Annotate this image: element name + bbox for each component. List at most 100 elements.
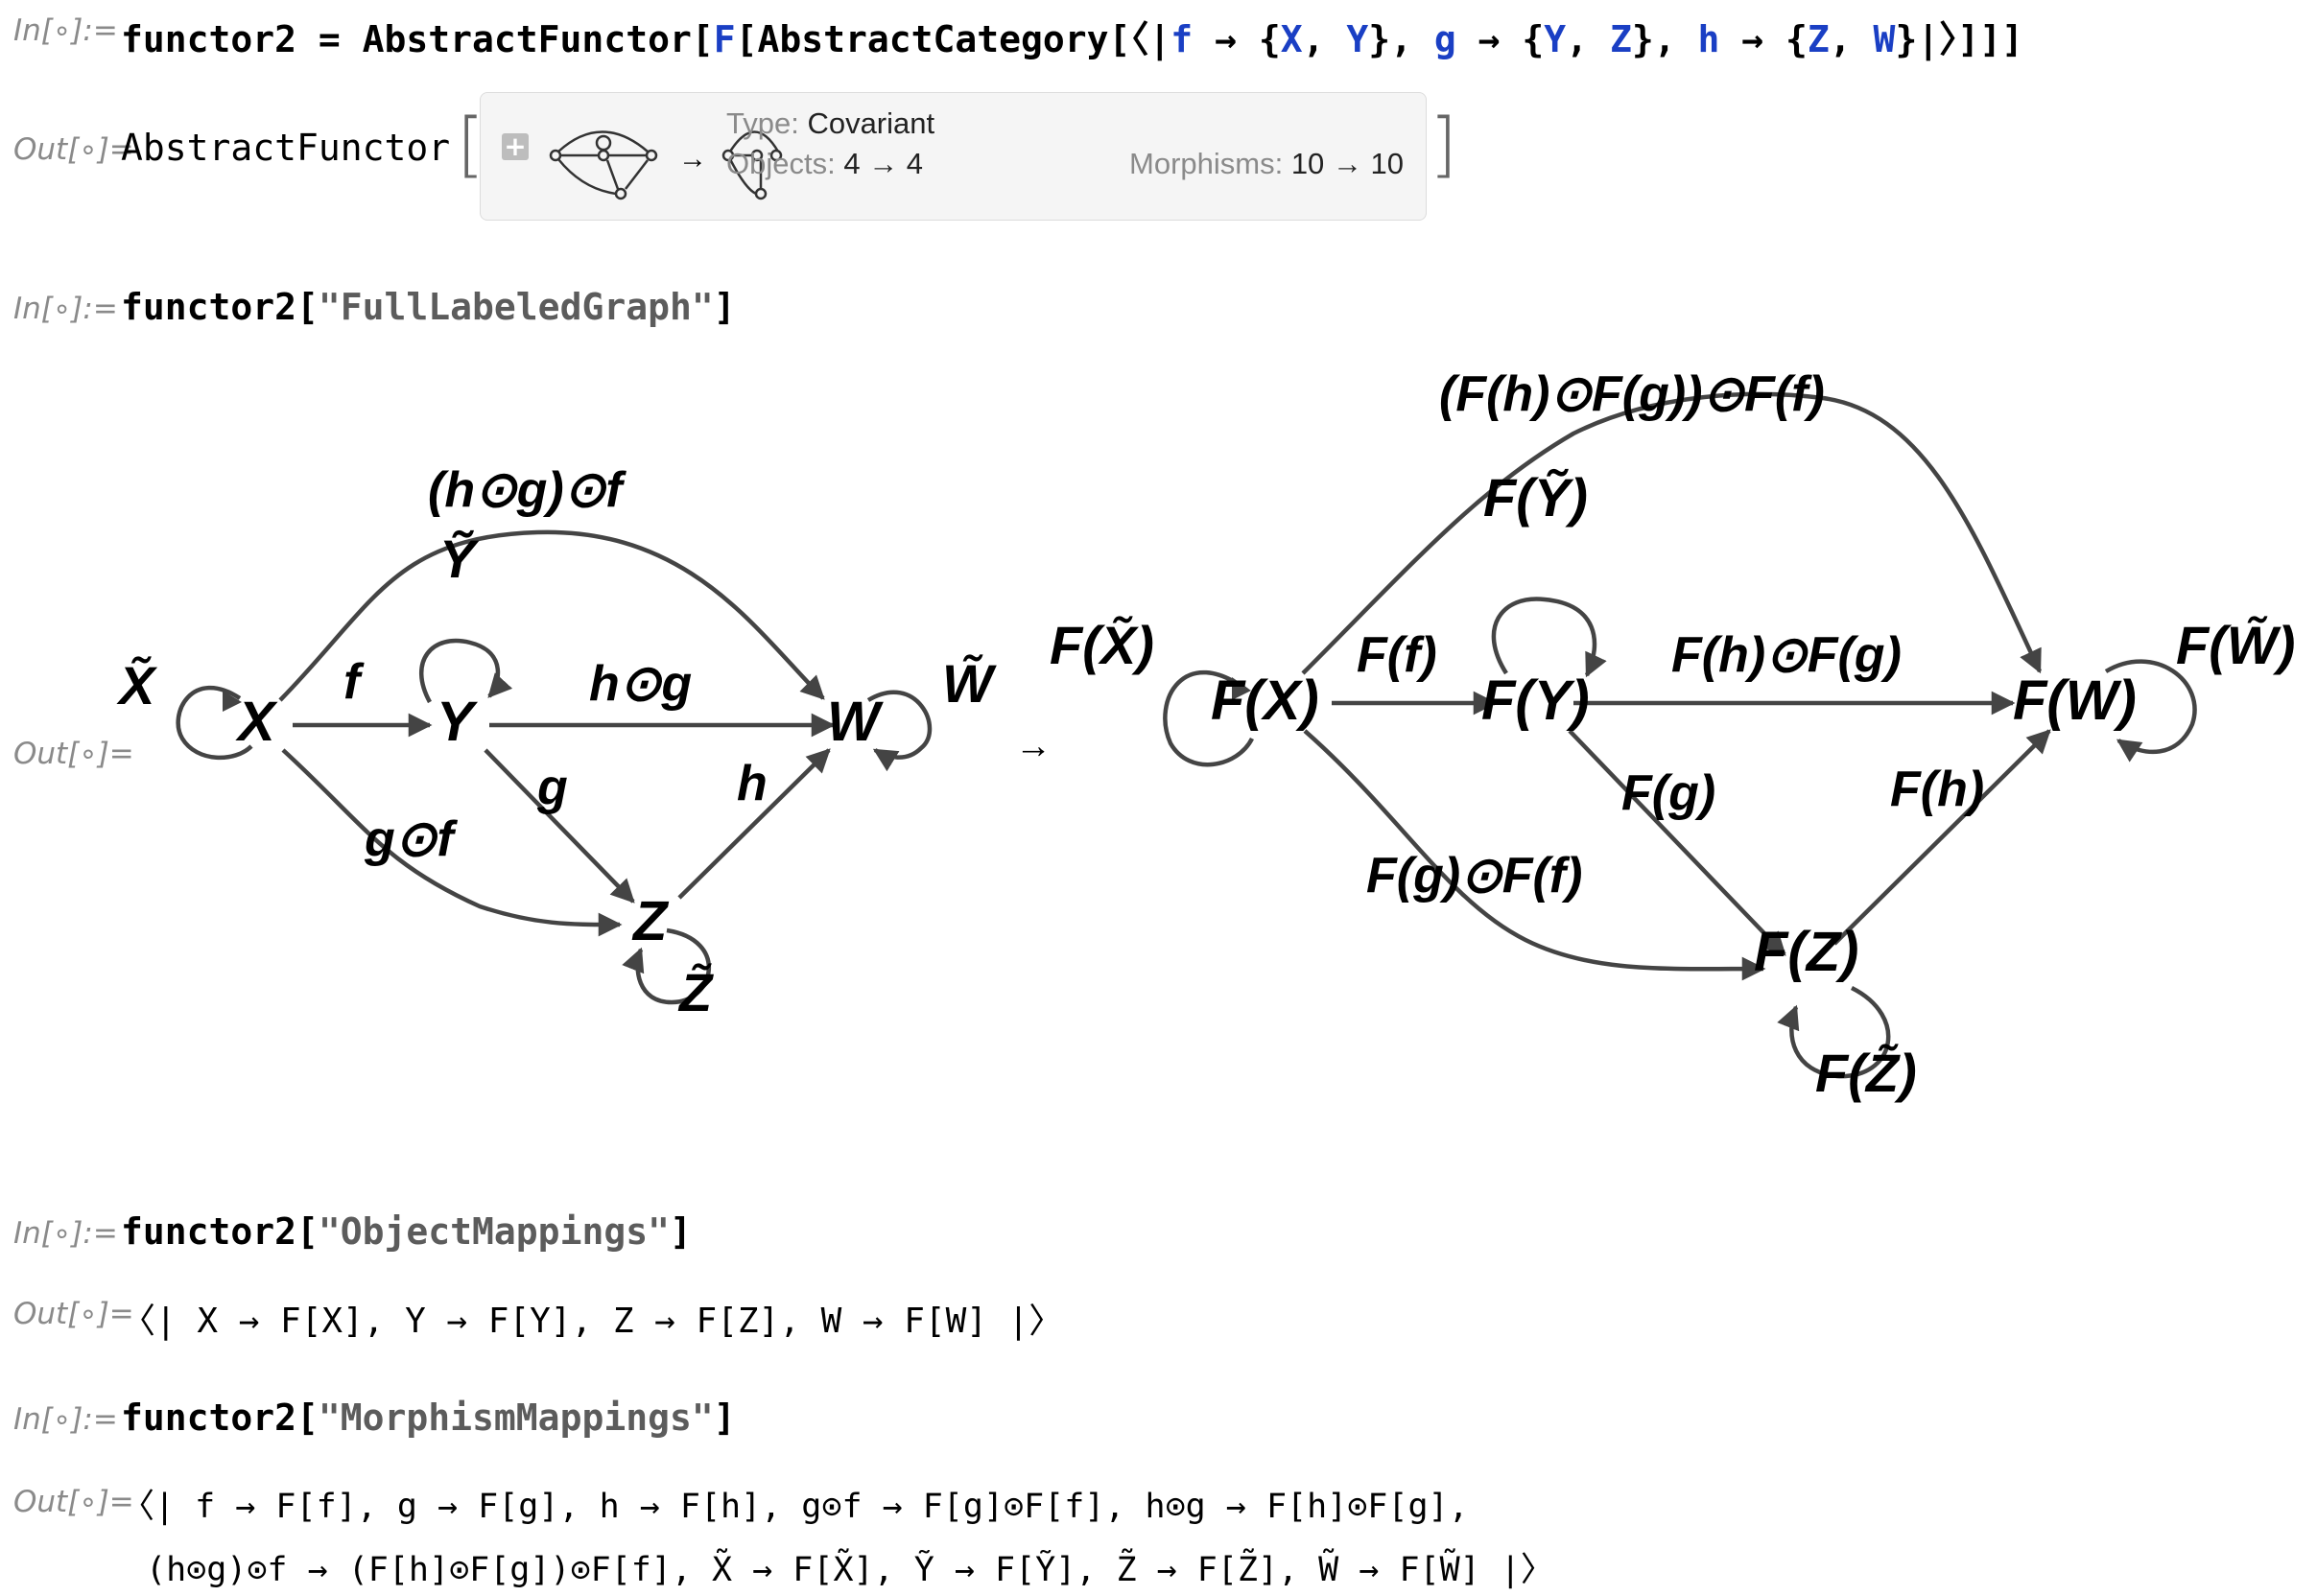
- left-node-y: Y: [437, 691, 479, 753]
- code-symbol-Z: Z: [1609, 18, 1632, 60]
- right-label-FgFf: F(g)⊙F(f): [1366, 848, 1582, 904]
- code-part: functor2 = AbstractFunctor[: [121, 18, 714, 60]
- right-node-y: F(Y): [1481, 669, 1590, 732]
- code-string: "ObjectMappings": [318, 1210, 670, 1253]
- code-part: → {: [1193, 18, 1281, 60]
- right-loop-w: F(W̃): [2176, 615, 2295, 675]
- loop-FY: [1491, 597, 1607, 678]
- edge-hgf: [278, 529, 825, 702]
- in-label: In[∘]:=: [13, 13, 118, 48]
- edge-FgFf: [1303, 729, 1766, 981]
- summary-box[interactable]: + → Type: Covariant Objects: 4 → 4 Morph…: [480, 92, 1427, 221]
- code-symbol-Y: Y: [1346, 18, 1369, 60]
- object-mappings-output: 〈| X → F[X], Y → F[Y], Z → F[Z], W → F[W…: [121, 1302, 1064, 1341]
- loop-y: [418, 638, 513, 704]
- code-symbol-W: W: [1873, 18, 1896, 60]
- left-label-gf: g⊙f: [364, 811, 458, 867]
- left-loop-x: X̃: [116, 655, 158, 716]
- edge-h: [677, 748, 831, 900]
- in-label: In[∘]:=: [13, 292, 118, 326]
- edge-gf: [281, 748, 623, 937]
- code-part: [AbstractCategory[〈|: [735, 18, 1171, 60]
- left-node-z: Z: [631, 890, 670, 952]
- edge-g: [484, 748, 635, 904]
- code-symbol-Y: Y: [1544, 18, 1567, 60]
- summary-arrow: →: [678, 143, 707, 175]
- code-part: ]: [713, 286, 736, 328]
- out-label: Out[∘]=: [13, 132, 134, 167]
- loop-z: [622, 927, 711, 1005]
- code-part: functor2[: [121, 1396, 319, 1439]
- loop-x: [176, 685, 253, 760]
- input-code-functor-definition[interactable]: functor2 = AbstractFunctor[F[AbstractCat…: [121, 10, 2023, 62]
- summary-objects-value: 4 → 4: [843, 147, 924, 180]
- right-label-Ff: F(f): [1357, 627, 1437, 683]
- plus-icon[interactable]: +: [502, 133, 529, 160]
- left-loop-y: Ỹ: [439, 528, 480, 589]
- left-label-g: g: [536, 760, 568, 815]
- right-label-FhFg: F(h)⊙F(g): [1671, 627, 1902, 683]
- code-part: },: [1631, 18, 1698, 60]
- graph-mapping-arrow: →: [1015, 726, 1052, 766]
- left-loop-w: W̃: [942, 653, 997, 714]
- code-part: functor2[: [121, 1210, 319, 1253]
- right-label-FhFgFf: (F(h)⊙F(g))⊙F(f): [1439, 366, 1825, 422]
- code-symbol-h: h: [1697, 18, 1720, 60]
- summary-morphisms: Morphisms: 10 → 10: [1129, 147, 1404, 181]
- right-label-Fh: F(h): [1890, 762, 1984, 817]
- input-code-object-mappings[interactable]: functor2["ObjectMappings"]: [121, 1210, 692, 1253]
- loop-FX: [1163, 669, 1255, 767]
- labeled-graph-output: X Y W Z f h⊙g g h g⊙f (h⊙g)⊙f X̃ Ỹ W̃ Z…: [116, 366, 2295, 1103]
- right-graph-edges: [1163, 391, 2197, 1079]
- in-label: In[∘]:=: [13, 1216, 118, 1251]
- left-label-hg: h⊙g: [589, 656, 692, 712]
- morphism-mappings-output-line1: 〈| f → F[f], g → F[g], h → F[h], g⊙f → F…: [121, 1488, 1469, 1526]
- summary-type: Type: Covariant: [726, 106, 934, 141]
- summary-head: AbstractFunctor: [121, 127, 451, 169]
- code-symbol-X: X: [1280, 18, 1303, 60]
- code-part: ,: [1302, 18, 1347, 60]
- summary-type-value: Covariant: [807, 106, 935, 140]
- code-string: "MorphismMappings": [318, 1396, 714, 1439]
- left-node-w: W: [827, 691, 884, 753]
- out-label: Out[∘]=: [13, 737, 134, 771]
- code-string: "FullLabeledGraph": [318, 286, 714, 328]
- loop-FX-arrowhead: [1232, 677, 1251, 700]
- code-part: functor2[: [121, 286, 319, 328]
- right-loop-z: F(Z̃): [1815, 1043, 1917, 1103]
- code-part: ]: [713, 1396, 736, 1439]
- left-graph-edges: [176, 529, 933, 1005]
- loop-w: [866, 690, 933, 772]
- left-label-h: h: [737, 756, 768, 811]
- edge-Fh: [1832, 729, 2051, 946]
- code-part: ]: [669, 1210, 692, 1253]
- input-code-morphism-mappings[interactable]: functor2["MorphismMappings"]: [121, 1396, 736, 1439]
- in-label: In[∘]:=: [13, 1402, 118, 1437]
- code-part: ,: [1566, 18, 1610, 60]
- summary-morphisms-key: Morphisms:: [1129, 147, 1291, 180]
- code-symbol-Z: Z: [1807, 18, 1830, 60]
- summary-type-key: Type:: [726, 106, 808, 140]
- right-loop-y: F(Ỹ): [1483, 467, 1588, 528]
- code-part: }|〉]]]: [1895, 18, 2023, 60]
- code-part: → {: [1719, 18, 1808, 60]
- input-code-full-labeled-graph[interactable]: functor2["FullLabeledGraph"]: [121, 286, 736, 328]
- loop-FZ: [1777, 985, 1891, 1079]
- out-label: Out[∘]=: [13, 1485, 134, 1519]
- left-label-f: f: [343, 654, 365, 710]
- code-part: → {: [1455, 18, 1545, 60]
- edge-FhFgFf: [1301, 391, 2043, 675]
- right-label-Fg: F(g): [1621, 765, 1715, 821]
- loop-FW: [2104, 659, 2197, 763]
- summary-close-bracket: ]: [1430, 104, 1457, 186]
- left-loop-z: Z̃: [677, 962, 714, 1022]
- out-label: Out[∘]=: [13, 1297, 134, 1331]
- summary-objects-key: Objects:: [726, 147, 844, 180]
- code-symbol-F: F: [713, 18, 736, 60]
- right-loop-x: F(X̃): [1050, 615, 1154, 675]
- summary-morphisms-value: 10 → 10: [1290, 147, 1405, 180]
- left-label-hgf: (h⊙g)⊙f: [428, 462, 627, 518]
- code-symbol-g: g: [1433, 18, 1456, 60]
- code-part: },: [1368, 18, 1434, 60]
- code-part: ,: [1829, 18, 1874, 60]
